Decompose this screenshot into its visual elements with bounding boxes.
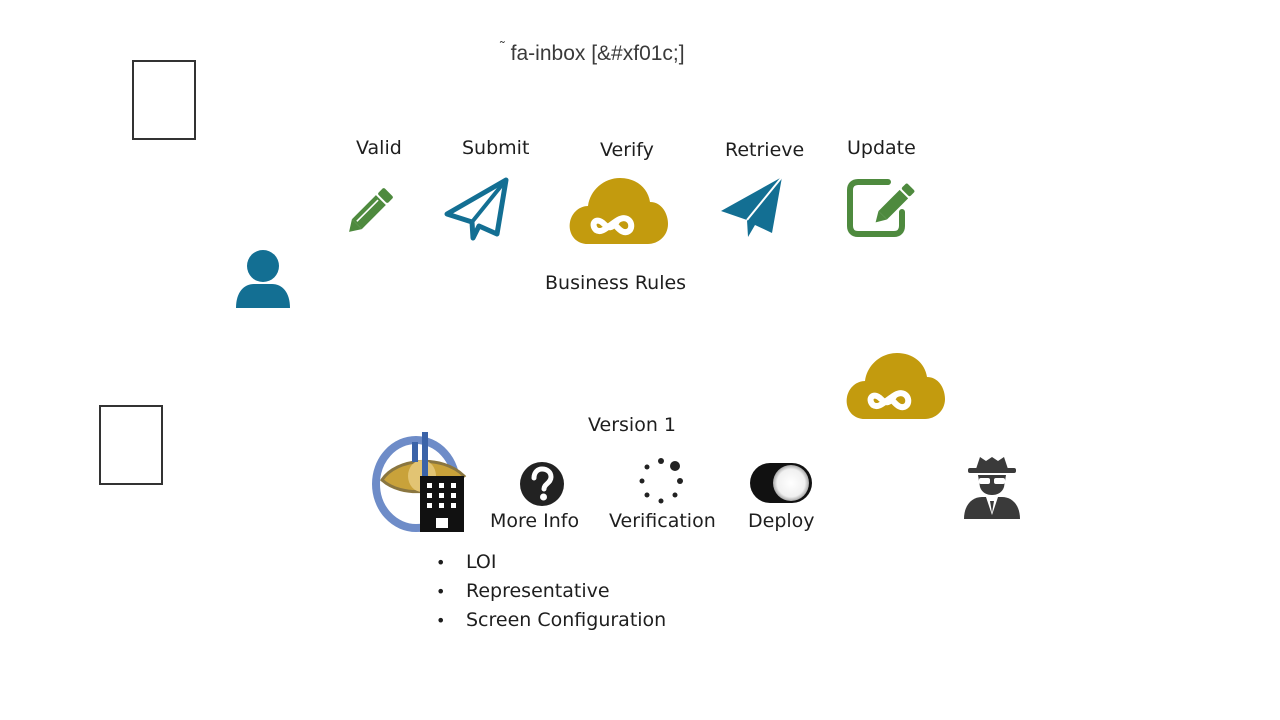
building-icon <box>420 476 464 532</box>
title-glyph: ˜ <box>500 38 505 54</box>
version-label: Version 1 <box>588 414 676 436</box>
cloud-infinity-icon-secondary <box>846 353 945 419</box>
step-label-retrieve: Retrieve <box>725 139 805 161</box>
user-icon <box>236 250 290 308</box>
question-circle-icon <box>520 462 564 506</box>
tool-label-verification: Verification <box>609 510 716 532</box>
missing-glyph-box-top <box>132 60 196 140</box>
step-label-verify: Verify <box>600 139 654 161</box>
pencil-icon <box>349 188 393 232</box>
toggle-icon <box>750 463 812 503</box>
cloud-infinity-icon <box>569 178 668 244</box>
step-label-submit: Submit <box>462 137 530 159</box>
user-secret-icon <box>964 457 1020 519</box>
business-rules-label: Business Rules <box>545 272 687 294</box>
tool-label-more-info: More Info <box>490 510 580 532</box>
step-label-valid: Valid <box>356 137 402 159</box>
list-item: Representative <box>436 577 666 606</box>
missing-glyph-box-bottom <box>99 405 163 485</box>
list-item: LOI <box>436 548 666 577</box>
tool-label-deploy: Deploy <box>748 510 815 532</box>
spinner-icon <box>639 458 683 504</box>
bullet-list: LOI Representative Screen Configuration <box>436 548 666 635</box>
title-text: fa-inbox [&#xf01c;] <box>510 42 685 65</box>
step-label-update: Update <box>847 137 916 159</box>
list-item: Screen Configuration <box>436 606 666 635</box>
slide-title: ˜ fa-inbox [&#xf01c;] <box>500 38 685 66</box>
edit-square-icon <box>847 179 915 237</box>
paper-plane-icon <box>721 176 783 237</box>
paper-plane-outline-icon <box>444 177 509 241</box>
